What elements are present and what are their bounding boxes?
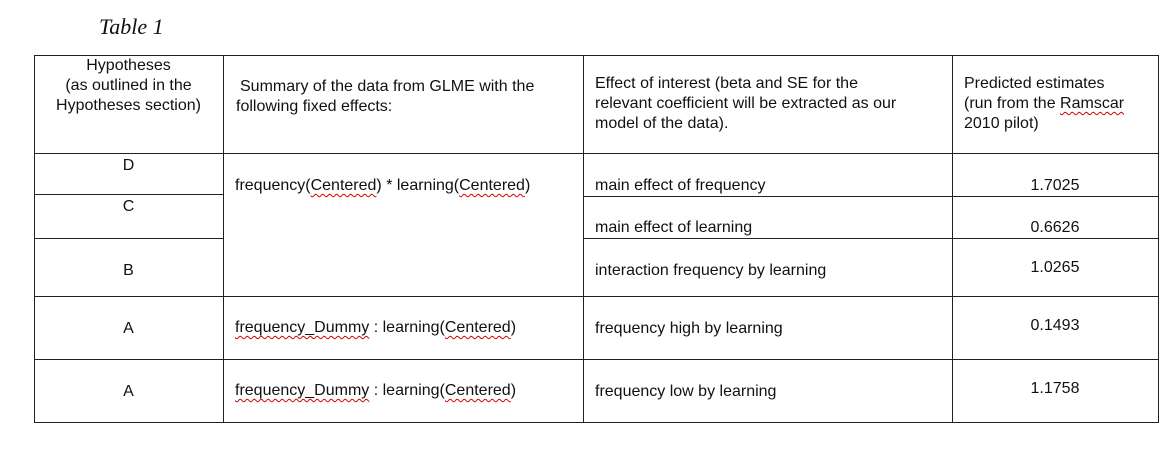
header-estimates: Predicted estimates (run from the Ramsca… bbox=[964, 75, 1125, 132]
effect-frequency-low: frequency low by learning bbox=[595, 383, 777, 400]
summary-dummy-low: frequency_Dummy : learning(Centered) bbox=[235, 382, 517, 399]
effect-learning: main effect of learning bbox=[595, 219, 753, 236]
effect-frequency-high: frequency high by learning bbox=[595, 320, 783, 337]
hypothesis-a-high: A bbox=[123, 320, 134, 337]
effect-frequency: main effect of frequency bbox=[595, 177, 766, 194]
summary-dummy-high: frequency_Dummy : learning(Centered) bbox=[235, 319, 517, 336]
hypothesis-d: D bbox=[122, 157, 135, 174]
header-hypotheses: Hypotheses (as outlined in the Hypothese… bbox=[56, 57, 201, 114]
estimate-interaction: 1.0265 bbox=[1030, 259, 1080, 276]
hypothesis-c: C bbox=[122, 198, 135, 215]
estimate-frequency-high: 0.1493 bbox=[1030, 317, 1080, 334]
estimate-frequency: 1.7025 bbox=[1030, 177, 1080, 194]
effect-interaction: interaction frequency by learning bbox=[595, 262, 827, 279]
summary-merged: frequency(Centered) * learning(Centered) bbox=[235, 177, 531, 194]
hypothesis-a-low: A bbox=[123, 383, 134, 400]
header-effect: Effect of interest (beta and SE for the … bbox=[595, 75, 897, 132]
header-summary: Summary of the data from GLME with the f… bbox=[236, 78, 535, 115]
estimate-learning: 0.6626 bbox=[1030, 219, 1080, 236]
table-caption: Table 1 bbox=[99, 14, 164, 39]
hypothesis-b: B bbox=[123, 262, 134, 279]
estimate-frequency-low: 1.1758 bbox=[1030, 380, 1080, 397]
